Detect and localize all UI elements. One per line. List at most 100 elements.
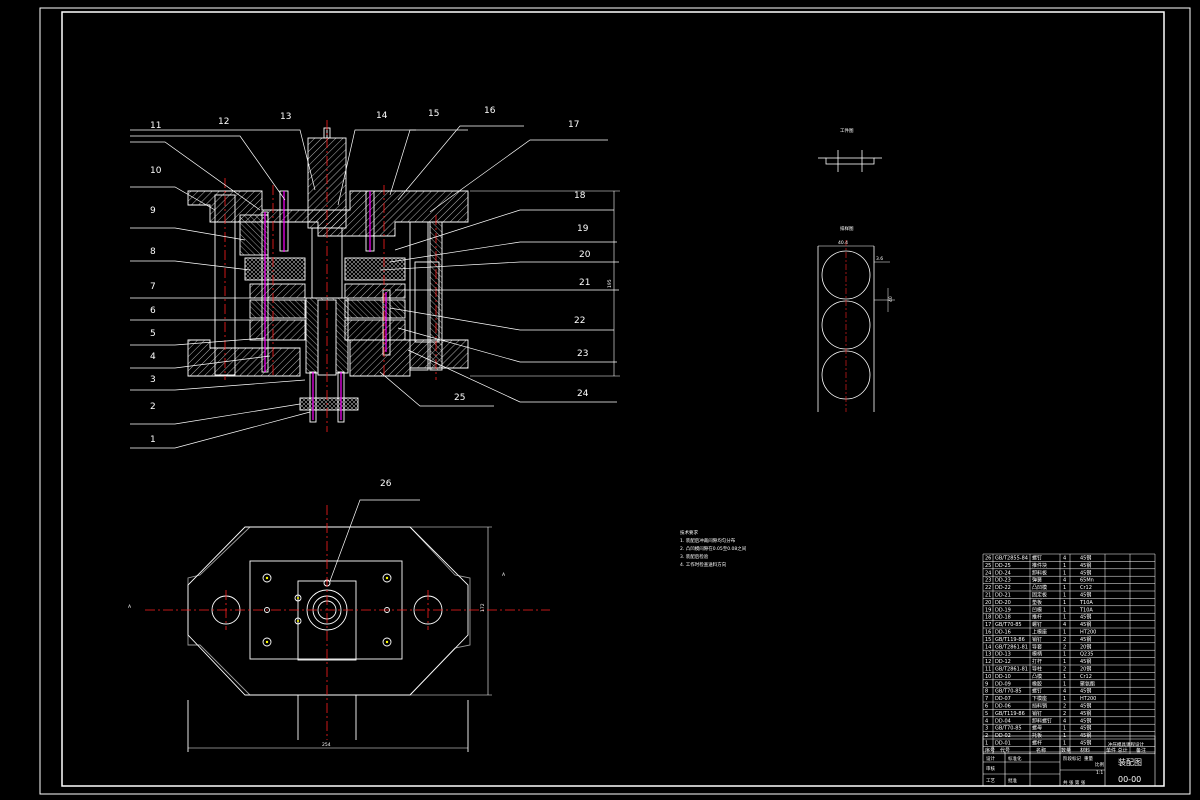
plan-hole-markers — [265, 576, 389, 644]
bom-row-qty: 2 — [1063, 711, 1066, 717]
part-number-label: 15 — [428, 109, 439, 119]
leader-line — [130, 337, 266, 346]
bom-row-code: DD-13 — [995, 652, 1011, 658]
bom-row-code: GB/T70-85 — [995, 689, 1022, 695]
part-number-label: 14 — [376, 111, 388, 121]
bom-row-material: HT200 — [1080, 696, 1096, 702]
bom-row-qty: 1 — [1063, 630, 1066, 636]
bom-row-no: 14 — [985, 644, 991, 650]
strip-width-text: 40.4 — [838, 240, 848, 246]
bom-row-code: GB/T2855-84 — [995, 556, 1028, 562]
part-number-label: 26 — [380, 479, 392, 489]
note-4: 4. 工作时检查送料方向 — [680, 561, 727, 568]
bom-row-material: 65Mn — [1080, 578, 1094, 584]
bom-row-no: 19 — [985, 607, 991, 613]
bom-row-code: GB/T70-85 — [995, 726, 1022, 732]
bom-row-qty: 1 — [1063, 615, 1066, 621]
bom-row-name: 推件块 — [1032, 562, 1047, 569]
leader-line — [379, 371, 494, 407]
bom-row-code: DD-04 — [995, 718, 1011, 724]
bom-row-material: 45钢 — [1080, 569, 1091, 576]
bom-row-material: 45钢 — [1080, 636, 1091, 643]
part-number-label: 24 — [577, 389, 589, 399]
bom-row-name: 推杆 — [1032, 614, 1042, 621]
bom-row-name: 螺母 — [1032, 725, 1042, 732]
bom-header-qty: 数量 — [1061, 747, 1071, 754]
bom-row-no: 7 — [985, 696, 988, 702]
notes-title: 技术要求 — [680, 529, 698, 536]
bom-row-qty: 1 — [1063, 652, 1066, 658]
leader-line — [130, 135, 286, 201]
leader-line — [130, 403, 301, 425]
bom-row-material: 45钢 — [1080, 688, 1091, 695]
leader-line — [429, 139, 608, 213]
bom-row-material: 45钢 — [1080, 614, 1091, 621]
part-drawing — [818, 150, 882, 172]
part-number-label: 8 — [150, 247, 156, 257]
bom-row-name: 螺杆 — [1032, 740, 1042, 747]
part-number-label: 11 — [150, 121, 161, 131]
plan-height-text: 172 — [480, 603, 486, 612]
bom-row-material: HT200 — [1080, 630, 1096, 636]
bom-row-no: 10 — [985, 674, 991, 680]
bom-row-material: 45钢 — [1080, 725, 1091, 732]
note-3: 3. 装配后检验 — [680, 553, 709, 560]
part-number-label: 21 — [579, 278, 590, 288]
sheet-border — [39, 7, 1191, 795]
leader-line — [394, 209, 614, 251]
part-number-label: 19 — [577, 224, 589, 234]
part-number-label: 1 — [150, 435, 156, 445]
bom-header-no: 序号 — [985, 747, 995, 754]
bom-row-qty: 1 — [1063, 741, 1066, 747]
section-height-dimension — [470, 190, 620, 377]
bom-row-material: 45钢 — [1080, 562, 1091, 569]
bom-row-material: 45钢 — [1080, 555, 1091, 562]
bom-row-material: 45钢 — [1080, 703, 1091, 710]
bom-row-code: DD-25 — [995, 563, 1011, 569]
bom-header-code: 代号 — [1000, 747, 1010, 754]
leader-line — [130, 227, 246, 241]
leader-line — [130, 129, 316, 191]
bom-row-no: 4 — [985, 718, 988, 724]
bom-row-no: 18 — [985, 615, 991, 621]
bill-of-materials — [982, 553, 1156, 755]
bom-row-qty: 4 — [1063, 718, 1066, 724]
bom-row-name: 导柱 — [1032, 666, 1042, 673]
bom-row-code: DD-23 — [995, 578, 1011, 584]
bom-row-qty: 4 — [1063, 622, 1066, 628]
title-weight-label: 重量 — [1084, 755, 1093, 762]
bom-row-name: 螺钉 — [1032, 621, 1042, 628]
title-checker: 审核 — [986, 765, 995, 772]
bom-row-no: 8 — [985, 689, 988, 695]
plan-width-text: 254 — [322, 742, 331, 748]
bom-row-qty: 2 — [1063, 637, 1066, 643]
bom-row-name: 下模座 — [1032, 695, 1047, 702]
bom-row-no: 15 — [985, 637, 991, 643]
bom-row-material: Cr12 — [1080, 674, 1092, 680]
bom-row-qty: 1 — [1063, 593, 1066, 599]
bom-row-name: 卸料板 — [1032, 569, 1047, 576]
bom-row-code: DD-01 — [995, 741, 1011, 747]
part-number-label: 20 — [579, 250, 591, 260]
section-accents — [264, 191, 387, 420]
bom-row-code: GB/T2861-81 — [995, 667, 1028, 673]
bom-row-material: 20钢 — [1080, 666, 1091, 673]
bom-row-no: 11 — [985, 667, 991, 673]
section-height-text: 195 — [607, 279, 613, 288]
bom-row-material: 45钢 — [1080, 592, 1091, 599]
bom-row-no: 16 — [985, 630, 991, 636]
bom-row-material: T10A — [1079, 607, 1093, 613]
bom-row-name: 托板 — [1032, 732, 1042, 739]
bom-row-code: DD-19 — [995, 607, 1011, 613]
leader-line — [337, 129, 416, 206]
bom-row-material: 聚氨酯 — [1080, 680, 1095, 687]
leader-line — [130, 186, 216, 211]
bom-header-name: 名称 — [1036, 747, 1046, 754]
leader-line — [130, 411, 311, 449]
bom-header-material: 材料 — [1080, 747, 1090, 754]
part-number-label: 2 — [150, 402, 156, 412]
bom-row-name: 导套 — [1032, 643, 1042, 650]
bom-row-qty: 2 — [1063, 667, 1066, 673]
